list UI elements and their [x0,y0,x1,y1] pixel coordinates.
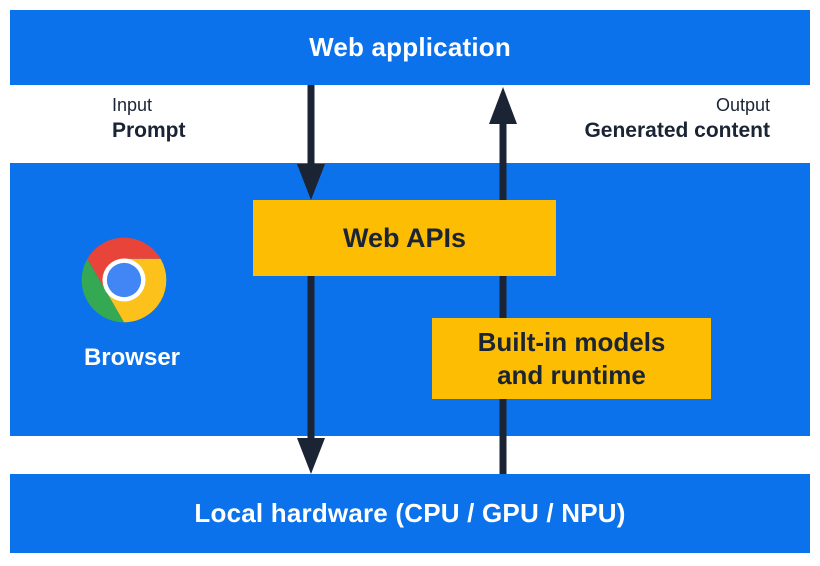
up-arrow-output-flow [489,87,517,474]
web-application-bar: Web application [10,10,810,85]
down-arrow-input-flow [297,85,325,474]
builtin-models-label: Built-in models and runtime [477,327,666,390]
output-value: Generated content [584,119,770,142]
input-title: Input [112,95,153,115]
input-value: Prompt [112,119,186,142]
web-apis-label: Web APIs [342,222,467,253]
output-label-group: Output Generated content [584,96,770,141]
chrome-browser-icon [81,237,167,323]
web-apis-box: Web APIs [253,200,556,276]
local-hardware-label: Local hardware (CPU / GPU / NPU) [194,498,626,528]
output-title: Output [715,95,770,115]
local-hardware-bar: Local hardware (CPU / GPU / NPU) [10,474,810,553]
input-label-group: Input Prompt [112,96,186,141]
web-application-label: Web application [309,32,511,62]
browser-label: Browser [83,344,181,371]
builtin-models-box: Built-in models and runtime [432,318,711,399]
